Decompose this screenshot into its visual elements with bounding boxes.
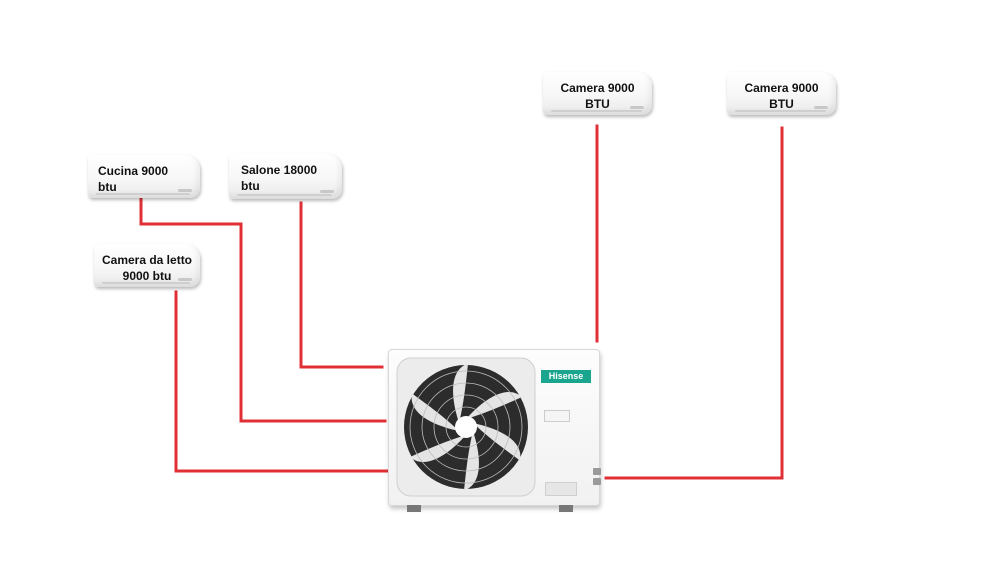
indoor-unit-camera-da-letto: Camera da letto 9000 btu — [94, 244, 200, 287]
service-panel — [544, 410, 570, 422]
spec-badge — [545, 482, 577, 496]
unit-label: Camera 9000 BTU — [744, 81, 819, 111]
unit-label: Camera 9000 BTU — [560, 81, 635, 111]
indoor-unit-cucina: Cucina 9000 btu — [88, 155, 200, 198]
pipe-camera-letto — [174, 290, 391, 473]
indoor-unit-camera-2: Camera 9000 BTU — [727, 72, 836, 115]
vent — [96, 193, 190, 195]
led-indicator — [178, 189, 192, 192]
vent — [102, 282, 190, 284]
led-indicator — [630, 106, 644, 109]
outdoor-unit: Hisense — [388, 349, 601, 512]
unit-label: Cucina 9000 btu — [98, 164, 169, 194]
pipe-port — [593, 468, 601, 475]
fan-icon — [396, 357, 536, 497]
pipe-port — [593, 478, 601, 485]
indoor-unit-salone: Salone 18000 btu — [229, 154, 342, 199]
vent — [237, 194, 332, 196]
pipe-cucina — [139, 196, 387, 423]
led-indicator — [814, 106, 828, 109]
vent — [735, 110, 826, 112]
led-indicator — [320, 190, 334, 193]
brand-logo: Hisense — [541, 370, 591, 383]
unit-label: Camera da letto 9000 btu — [101, 253, 193, 283]
foot — [559, 505, 573, 512]
vent — [551, 110, 642, 112]
led-indicator — [178, 278, 192, 281]
unit-label: Salone 18000 btu — [241, 163, 318, 193]
pipe-salone — [299, 201, 384, 369]
indoor-unit-camera-1: Camera 9000 BTU — [543, 72, 652, 115]
pipe-camera-2 — [604, 126, 784, 480]
foot — [407, 505, 421, 512]
